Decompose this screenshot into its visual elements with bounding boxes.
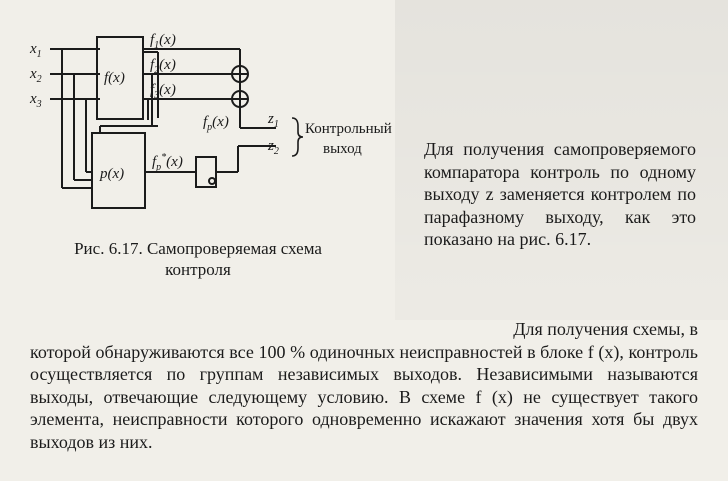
input-label-x2: x2 (29, 66, 42, 85)
figure-caption-line1: Рис. 6.17. Самопроверяемая схема (74, 239, 322, 258)
output-label-z2: z2 (267, 138, 279, 157)
output-label-f2: f2(x) (150, 57, 176, 76)
input-label-x1: x1 (29, 41, 42, 60)
block-f-label: f(x) (104, 70, 125, 86)
output-label-fp: fp(x) (203, 114, 229, 133)
block-f (96, 36, 144, 120)
control-output-label-line2: выход (323, 141, 362, 157)
output-label-fp-star: fp*(x) (152, 152, 183, 173)
figure-caption-line2: контроля (165, 260, 231, 279)
figure-caption: Рис. 6.17. Самопроверяемая схема контрол… (28, 238, 368, 280)
main-paragraph-text: которой обнаруживаются все 100 % одиночн… (30, 341, 698, 452)
bleed-through-shadow (395, 0, 728, 320)
block-p-label: p(x) (99, 166, 124, 182)
output-label-z1: z1 (267, 111, 279, 130)
output-brace (291, 117, 304, 157)
output-label-f1: f1(x) (150, 32, 176, 51)
main-paragraph-indent: Для получения схемы, в (513, 319, 698, 339)
paragraph-right: Для получения самопроверяемого компарато… (424, 139, 696, 249)
control-output-label-line1: Контрольный (305, 121, 392, 137)
output-label-f3: f3(x) (150, 82, 176, 101)
inverter (195, 156, 217, 188)
block-p (91, 132, 146, 209)
input-label-x3: x3 (29, 91, 42, 110)
main-paragraph: Для получения схемы, в которой обнаружив… (30, 318, 698, 453)
self-checking-circuit-diagram: x1 x2 x3 f(x) p(x) f1(x) f2(x) f3(x) fp(… (29, 32, 392, 209)
